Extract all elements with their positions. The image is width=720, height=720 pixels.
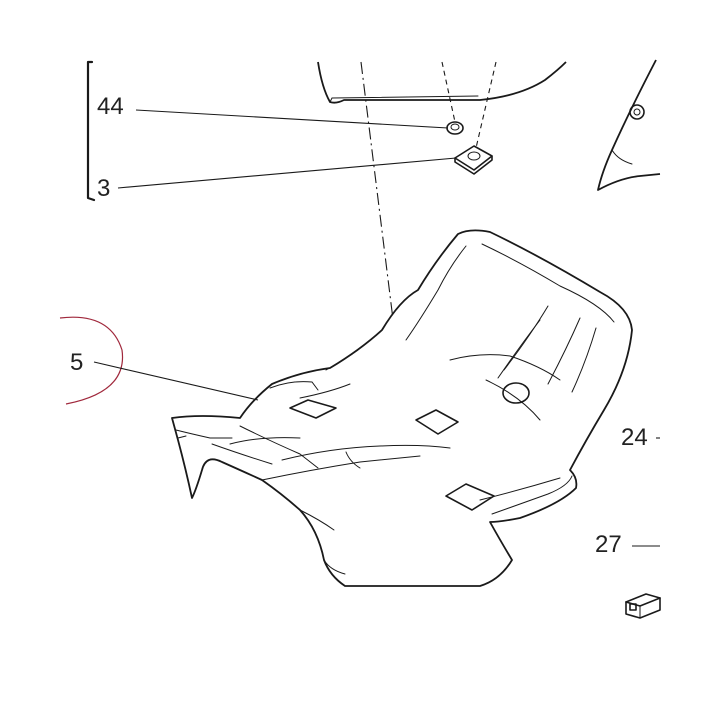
- leader-5: [93, 361, 259, 401]
- fastener-44-axis: [441, 61, 456, 123]
- callout-27: 27: [595, 531, 622, 558]
- upper-panel-fragment: [317, 61, 567, 104]
- leader-3: [117, 157, 457, 189]
- molded-shell-part-5: [171, 229, 633, 587]
- callout-5: 5: [70, 349, 83, 376]
- right-panel-fragment: [597, 59, 661, 191]
- leader-44: [135, 109, 449, 129]
- connector-part-27: [625, 593, 661, 619]
- clip-3-axis: [475, 61, 497, 149]
- callout-group-bracket: [86, 60, 96, 202]
- clip-nut-part-3: [454, 145, 493, 175]
- callout-5-highlight-ring: [59, 316, 124, 405]
- callout-44: 44: [97, 93, 124, 120]
- fastener-part-44: [446, 121, 464, 135]
- callout-24: 24: [621, 424, 648, 451]
- callout-3: 3: [97, 175, 110, 202]
